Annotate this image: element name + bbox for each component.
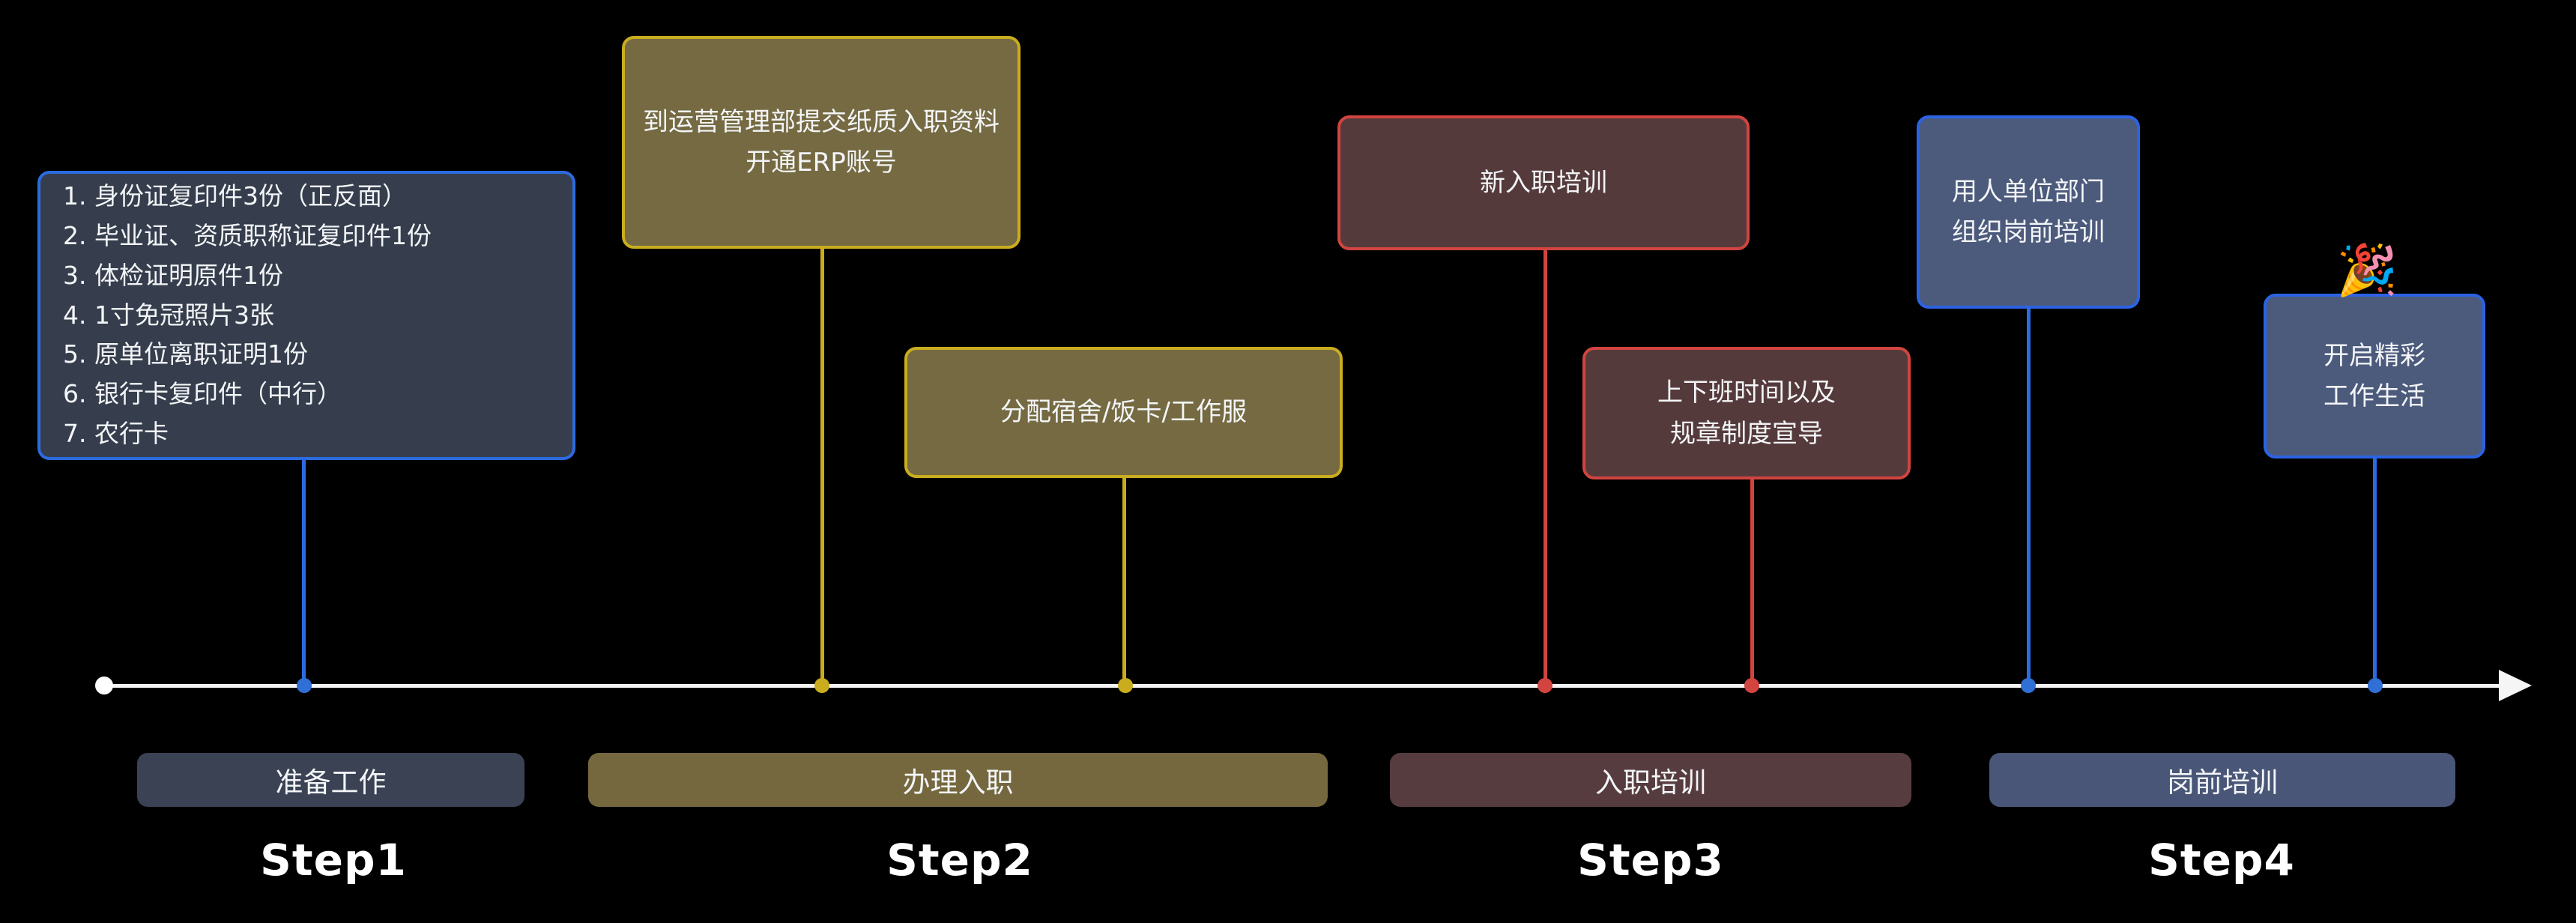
- checklist-item: 3. 体检证明原件1份: [63, 260, 283, 290]
- leader-line: [1122, 476, 1126, 686]
- leader-line: [302, 459, 306, 686]
- card-text-line: 用人单位部门: [1952, 176, 2105, 207]
- card-text-line: 开通ERP账号: [746, 148, 897, 178]
- timeline-dot: [2368, 678, 2383, 693]
- step-label-4: Step4: [2148, 835, 2295, 886]
- step-label-3: Step3: [1577, 835, 1724, 886]
- party-popper-emoji: 🎉: [2336, 241, 2398, 299]
- stage-bar-step1: 准备工作: [137, 753, 524, 807]
- leader-line: [1750, 478, 1754, 686]
- card-new-hire-training: 新入职培训: [1337, 115, 1750, 250]
- leader-line: [2373, 457, 2377, 686]
- timeline-dot: [1744, 678, 1759, 693]
- card-preparation-checklist: 1. 身份证复印件3份（正反面） 2. 毕业证、资质职称证复印件1份 3. 体检…: [37, 171, 575, 460]
- leader-line: [820, 247, 824, 686]
- card-text-line: 新入职培训: [1480, 167, 1607, 198]
- card-text-line: 开启精彩: [2323, 340, 2425, 371]
- stage-bar-step2: 办理入职: [588, 753, 1328, 807]
- leader-line: [2027, 307, 2031, 686]
- card-rules-briefing: 上下班时间以及 规章制度宣导: [1582, 347, 1911, 479]
- card-text-line: 工作生活: [2323, 381, 2425, 411]
- leader-line: [1544, 249, 1547, 686]
- timeline-dot: [814, 678, 829, 693]
- checklist-item: 2. 毕业证、资质职称证复印件1份: [63, 221, 432, 251]
- checklist-item: 4. 1寸免冠照片3张: [63, 300, 274, 330]
- card-text-line: 上下班时间以及: [1657, 378, 1836, 408]
- checklist-item: 1. 身份证复印件3份（正反面）: [63, 181, 407, 211]
- stage-bar-step3: 入职培训: [1390, 753, 1911, 807]
- card-text-line: 规章制度宣导: [1670, 418, 1823, 449]
- checklist-item: 5. 原单位离职证明1份: [63, 339, 308, 369]
- card-submit-materials: 到运营管理部提交纸质入职资料 开通ERP账号: [622, 36, 1021, 249]
- step-label-2: Step2: [886, 835, 1033, 886]
- card-department-training: 用人单位部门 组织岗前培训: [1917, 115, 2140, 309]
- card-text-line: 组织岗前培训: [1952, 217, 2105, 247]
- timeline-dot: [2021, 678, 2036, 693]
- card-text-line: 分配宿舍/饭卡/工作服: [1000, 397, 1247, 428]
- timeline-axis: [104, 684, 2500, 688]
- card-start-work-life: 开启精彩 工作生活: [2264, 294, 2485, 459]
- checklist-item: 6. 银行卡复印件（中行）: [63, 379, 342, 409]
- card-text-line: 到运营管理部提交纸质入职资料: [643, 106, 1000, 137]
- step-label-1: Step1: [260, 835, 407, 886]
- card-allocate-dorm: 分配宿舍/饭卡/工作服: [904, 347, 1343, 478]
- timeline-arrowhead-icon: [2499, 670, 2532, 701]
- timeline-dot: [1538, 678, 1552, 693]
- timeline-dot: [1118, 678, 1133, 693]
- stage-bar-step4: 岗前培训: [1989, 753, 2455, 807]
- checklist-item: 7. 农行卡: [63, 419, 169, 448]
- timeline-start-dot: [95, 677, 113, 694]
- timeline-dot: [297, 678, 312, 693]
